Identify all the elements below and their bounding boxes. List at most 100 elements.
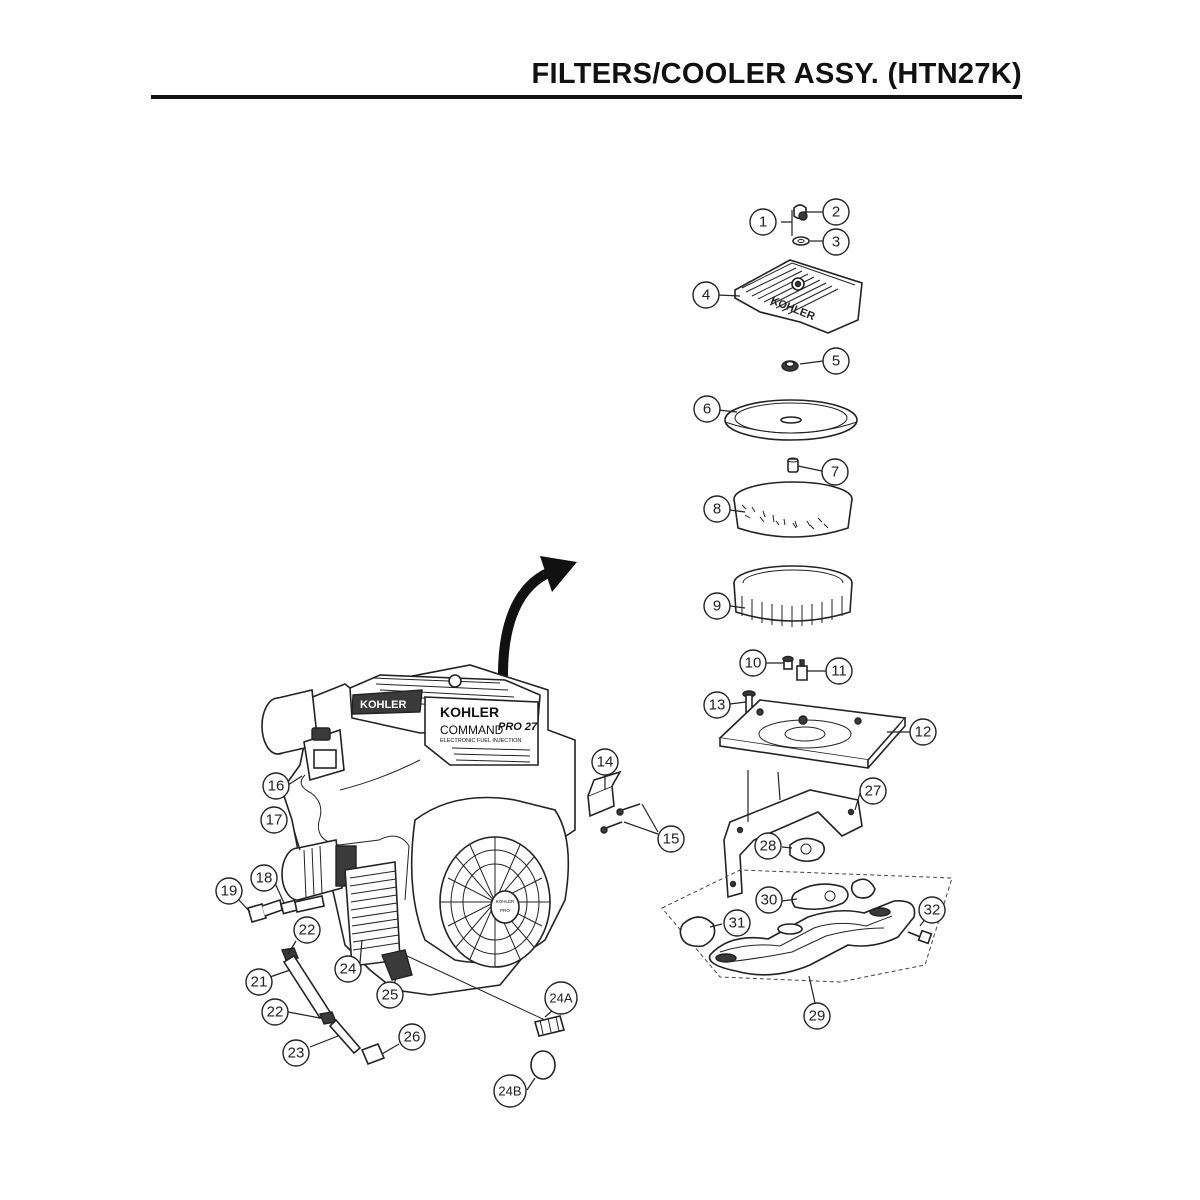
drain-line <box>404 954 546 1021</box>
leader-lines <box>238 211 931 1091</box>
curved-arrow <box>497 567 553 681</box>
washer-part <box>792 236 810 246</box>
svg-text:24B: 24B <box>498 1084 521 1099</box>
callout-17: 17 <box>260 806 288 834</box>
callout-5: 5 <box>822 347 850 375</box>
callout-1: 1 <box>749 208 777 236</box>
svg-text:15: 15 <box>663 831 680 848</box>
callout-15: 15 <box>657 825 685 853</box>
elbow-19-part <box>247 898 283 923</box>
page-title: FILTERS/COOLER ASSY. (HTN27K) <box>531 58 1022 90</box>
fuel-pump-part <box>587 770 622 818</box>
callout-24a: 24A <box>544 981 578 1015</box>
engine-model-word: COMMAND <box>440 723 504 737</box>
engine-assembly: KOHLER KOHLER COMMAND PRO 27 ELECTRONIC … <box>247 556 641 1080</box>
svg-text:24A: 24A <box>549 991 572 1006</box>
callout-18: 18 <box>250 864 278 892</box>
cleaner-cover-plate-part <box>724 399 858 441</box>
arrow-head <box>540 556 577 592</box>
intake-manifold-part <box>708 900 916 976</box>
callout-24b: 24B <box>493 1074 527 1108</box>
svg-text:21: 21 <box>251 974 268 991</box>
pre-cleaner-part <box>733 481 853 538</box>
callout-11: 11 <box>825 657 853 685</box>
svg-text:28: 28 <box>760 838 777 855</box>
callout-bubbles: 1 2 3 4 5 6 7 8 9 10 11 12 13 14 15 16 1… <box>215 198 946 1108</box>
manifold-gasket-part <box>791 883 849 911</box>
callout-10: 10 <box>739 649 767 677</box>
svg-text:32: 32 <box>924 902 941 919</box>
callout-2: 2 <box>822 198 850 226</box>
svg-text:2: 2 <box>832 204 840 221</box>
filter-element-part <box>733 565 853 627</box>
callout-6: 6 <box>693 395 721 423</box>
wire-harness <box>300 774 410 901</box>
knob-part <box>793 204 808 221</box>
callout-14: 14 <box>591 748 619 776</box>
svg-text:25: 25 <box>382 987 399 1004</box>
svg-text:29: 29 <box>809 1008 826 1025</box>
hose-21-part <box>282 954 332 1020</box>
svg-text:24: 24 <box>340 961 357 978</box>
svg-text:4: 4 <box>702 287 710 304</box>
intake-manifold-group-outline <box>661 869 953 983</box>
callout-23: 23 <box>282 1039 310 1067</box>
spacer-part <box>787 457 799 473</box>
svg-text:30: 30 <box>761 892 778 909</box>
svg-text:19: 19 <box>221 883 238 900</box>
air-cleaner-base-part <box>718 699 907 769</box>
svg-text:23: 23 <box>288 1045 305 1062</box>
svg-text:6: 6 <box>703 401 711 418</box>
svg-text:13: 13 <box>709 697 726 714</box>
mounting-bolt-part <box>742 690 756 714</box>
intake-tube-part <box>261 689 319 755</box>
callout-16: 16 <box>262 772 290 800</box>
screw-15a <box>621 803 641 811</box>
engine-cover-badge: KOHLER <box>351 689 423 715</box>
svg-text:26: 26 <box>404 1029 421 1046</box>
callout-27: 27 <box>859 777 887 805</box>
callout-3: 3 <box>822 228 850 256</box>
callout-25: 25 <box>376 981 404 1009</box>
svg-text:5: 5 <box>832 353 840 370</box>
breather-fitting-part <box>796 659 808 681</box>
air-cleaner-cover-part: KOHLER <box>734 259 863 334</box>
svg-text:1: 1 <box>759 214 767 231</box>
screw-15b <box>605 821 623 829</box>
manifold-bolt-part <box>907 929 933 945</box>
callout-4: 4 <box>692 281 720 309</box>
oil-filter-part <box>281 839 343 901</box>
svg-text:7: 7 <box>831 464 839 481</box>
drain-plug-housing <box>381 949 413 981</box>
callout-19: 19 <box>215 877 243 905</box>
cooling-fan-part: KOHLER PRO <box>410 796 570 968</box>
svg-text:8: 8 <box>713 501 721 518</box>
air-cleaner-assembly: KOHLER <box>661 204 953 983</box>
callout-24: 24 <box>334 955 362 983</box>
svg-text:31: 31 <box>729 915 746 932</box>
svg-text:22: 22 <box>299 922 316 939</box>
fitting-23-part <box>328 1018 362 1055</box>
engine-subtitle: ELECTRONIC FUEL INJECTION <box>440 738 521 744</box>
callout-9: 9 <box>703 592 731 620</box>
callout-21: 21 <box>245 968 273 996</box>
screw-part <box>782 655 794 670</box>
wing-nut-part <box>781 360 799 372</box>
ignition-module-part <box>303 727 345 782</box>
callout-28: 28 <box>754 832 782 860</box>
seal-ring-left <box>679 916 716 948</box>
svg-text:14: 14 <box>597 754 614 771</box>
base-to-bracket-lines <box>747 770 781 822</box>
callout-8: 8 <box>703 495 731 523</box>
svg-text:12: 12 <box>915 724 932 741</box>
callout-29: 29 <box>803 1002 831 1030</box>
svg-text:11: 11 <box>831 663 847 680</box>
fan-brand-text: KOHLER <box>496 899 515 904</box>
svg-text:3: 3 <box>832 234 840 251</box>
callout-30: 30 <box>755 886 783 914</box>
oil-cooler-part <box>344 861 401 967</box>
svg-text:22: 22 <box>267 1004 284 1021</box>
callout-7: 7 <box>821 458 849 486</box>
callout-22-top: 22 <box>293 916 321 944</box>
